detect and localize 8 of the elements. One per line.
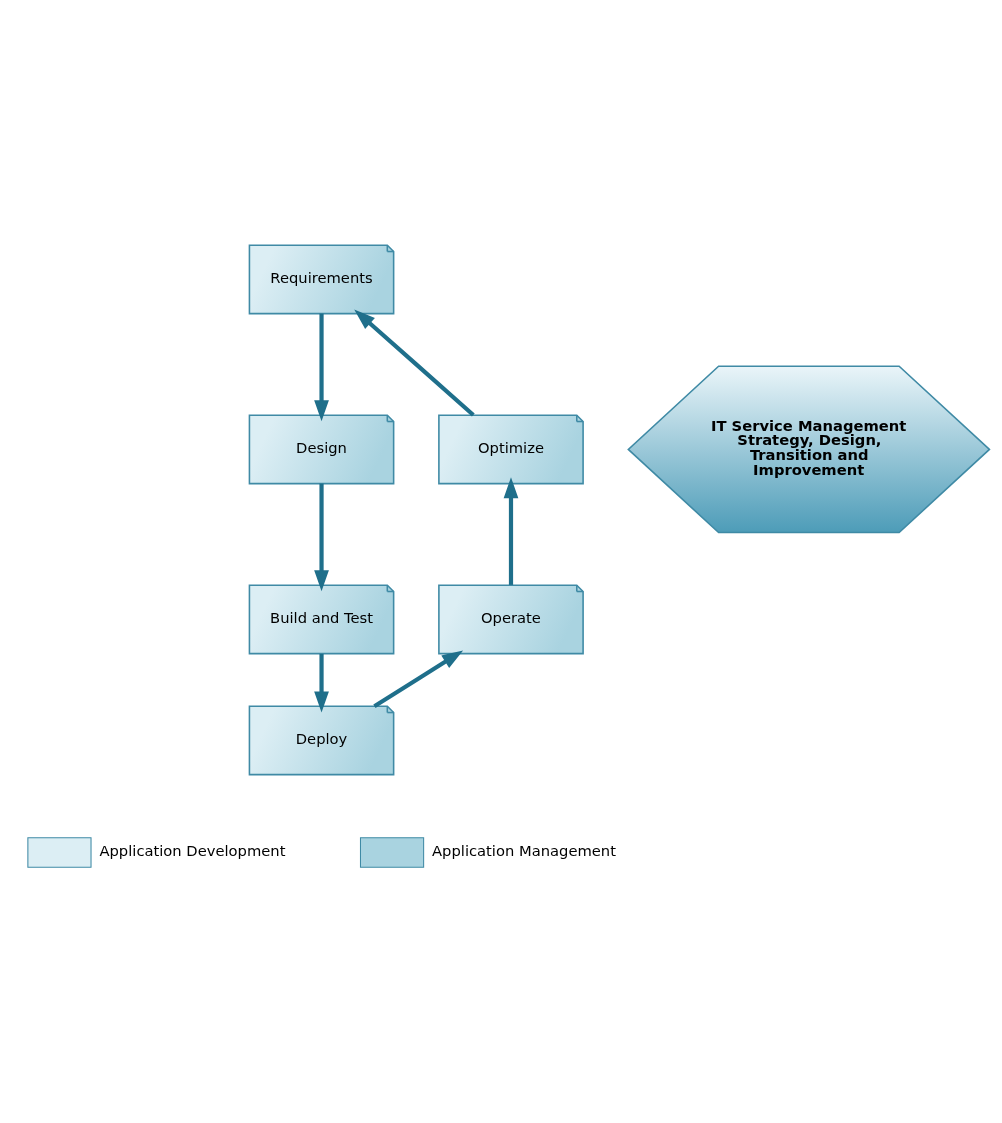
arrow: [314, 483, 329, 592]
arrow: [314, 313, 329, 422]
arrow: [314, 653, 329, 713]
legend-label: Application Development: [99, 842, 286, 860]
arrow: [354, 309, 475, 417]
arrow: [373, 650, 464, 708]
arrow: [503, 477, 519, 585]
legend-label: Application Management: [432, 842, 616, 860]
